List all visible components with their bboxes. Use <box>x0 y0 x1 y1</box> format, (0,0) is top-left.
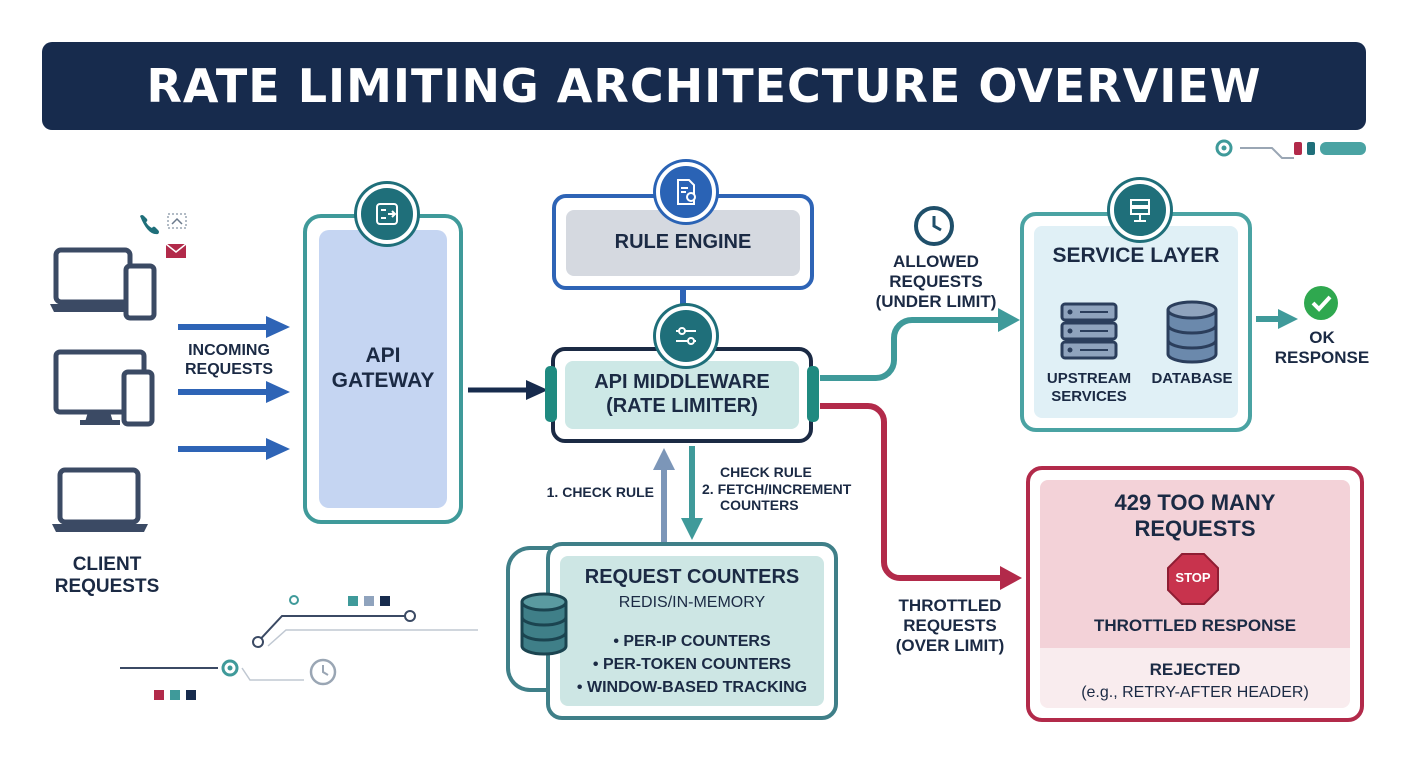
contact-icons <box>140 213 187 258</box>
reject-bottom-panel <box>1040 648 1350 708</box>
request-counters-box <box>546 542 838 720</box>
ok-line2: RESPONSE <box>1274 348 1370 368</box>
middleware-line2: (RATE LIMITER) <box>606 395 758 417</box>
clock-icon <box>914 206 954 246</box>
laptop-icon <box>52 467 148 532</box>
throttled-requests-label: THROTTLED REQUESTS (OVER LIMIT) <box>878 596 1022 656</box>
rule-engine-label: RULE ENGINE <box>614 231 752 254</box>
throttled-line2: REQUESTS <box>903 616 997 636</box>
reject-title-line2: REQUESTS <box>1134 515 1256 541</box>
counter-item: • PER-TOKEN COUNTERS <box>592 656 792 673</box>
counter-item: • WINDOW-BASED TRACKING <box>576 679 808 696</box>
upstream-services-label: UPSTREAM SERVICES <box>1036 370 1142 405</box>
check-rule-right-line1: CHECK RULE <box>720 464 812 480</box>
upstream-servers-icon <box>1060 302 1118 360</box>
client-requests-label: CLIENT REQUESTS <box>40 554 174 599</box>
gateway-to-middleware-arrow <box>468 380 548 400</box>
api-gateway-box: API GATEWAY <box>303 214 463 524</box>
throttled-response-label: THROTTLED RESPONSE <box>1093 616 1297 635</box>
middleware-right-port <box>807 366 819 422</box>
counters-title: REQUEST COUNTERS <box>584 566 800 588</box>
ok-line1: OK <box>1309 328 1335 347</box>
api-middleware-inner: API MIDDLEWARE (RATE LIMITER) <box>565 361 799 429</box>
server-rack-icon <box>1110 180 1170 240</box>
counters-subtitle: REDIS/IN-MEMORY <box>618 594 766 611</box>
allowed-line2: REQUESTS <box>889 272 983 292</box>
check-rule-arrows <box>653 446 703 542</box>
stop-sign-icon: STOP <box>1166 552 1220 606</box>
page-title: RATE LIMITING ARCHITECTURE OVERVIEW <box>146 59 1262 113</box>
counters-side-bracket <box>506 546 576 692</box>
request-counters-inner <box>560 556 824 706</box>
incoming-line2: REQUESTS <box>184 360 273 378</box>
reject-title: 429 TOO MANY REQUESTS <box>1030 490 1360 542</box>
allowed-requests-label: ALLOWED REQUESTS (UNDER LIMIT) <box>856 252 1016 312</box>
incoming-arrows <box>178 316 290 460</box>
middleware-left-port <box>545 366 557 422</box>
throttled-line1: THROTTLED <box>898 596 1002 615</box>
allowed-line1: ALLOWED <box>893 252 979 271</box>
service-layer-title: SERVICE LAYER <box>1052 244 1220 267</box>
api-gateway-inner: API GATEWAY <box>319 230 447 508</box>
database-label: DATABASE <box>1151 370 1233 387</box>
middleware-line1: API MIDDLEWARE <box>594 371 770 394</box>
gateway-line2: GATEWAY <box>331 369 435 392</box>
upstream-line1: UPSTREAM <box>1046 370 1132 387</box>
check-icon <box>1304 286 1338 320</box>
decorative-connector <box>1215 139 1366 159</box>
throttled-line3: (OVER LIMIT) <box>895 636 1005 656</box>
desktop-phone-icon <box>53 349 155 427</box>
client-devices <box>50 247 157 532</box>
ok-response-label: OK RESPONSE <box>1270 328 1374 368</box>
decorative-circuit <box>120 595 478 700</box>
incoming-line1: INCOMING <box>188 342 270 359</box>
rejected-label: REJECTED <box>1149 660 1241 679</box>
upstream-line2: SERVICES <box>1051 387 1127 405</box>
check-rule-left-label: 1. CHECK RULE <box>546 484 654 500</box>
rule-to-middleware-connector <box>680 288 686 308</box>
check-rule-right-label: CHECK RULE 2. FETCH/INCREMENT COUNTERS <box>702 464 882 514</box>
counters-database-icon <box>520 592 568 656</box>
stop-sign-text: STOP <box>1175 570 1211 585</box>
counters-list: • PER-IP COUNTERS • PER-TOKEN COUNTERS •… <box>560 630 824 699</box>
ok-arrow <box>1256 309 1298 329</box>
title-bar: RATE LIMITING ARCHITECTURE OVERVIEW <box>42 42 1366 130</box>
check-rule-right-line2: 2. FETCH/INCREMENT <box>702 480 852 497</box>
reject-title-line1: 429 TOO MANY <box>1114 490 1276 515</box>
incoming-requests-label: INCOMING REQUESTS <box>176 342 282 380</box>
throttled-path-arrow <box>820 403 1022 590</box>
check-rule-right-line3: COUNTERS <box>720 497 799 514</box>
client-label-line2: REQUESTS <box>54 576 160 598</box>
service-database-icon <box>1166 300 1218 364</box>
rule-document-gear-icon <box>656 162 716 222</box>
gateway-router-icon <box>357 184 417 244</box>
gateway-line1: API <box>365 344 401 368</box>
counter-item: • PER-IP COUNTERS <box>613 633 771 650</box>
retry-after-hint: (e.g., RETRY-AFTER HEADER) <box>1081 684 1309 701</box>
laptop-phone-icon <box>50 247 157 321</box>
allowed-line3: (UNDER LIMIT) <box>875 292 997 312</box>
sliders-icon <box>656 306 716 366</box>
client-label-line1: CLIENT <box>72 554 142 575</box>
allowed-path-arrow <box>820 308 1020 381</box>
